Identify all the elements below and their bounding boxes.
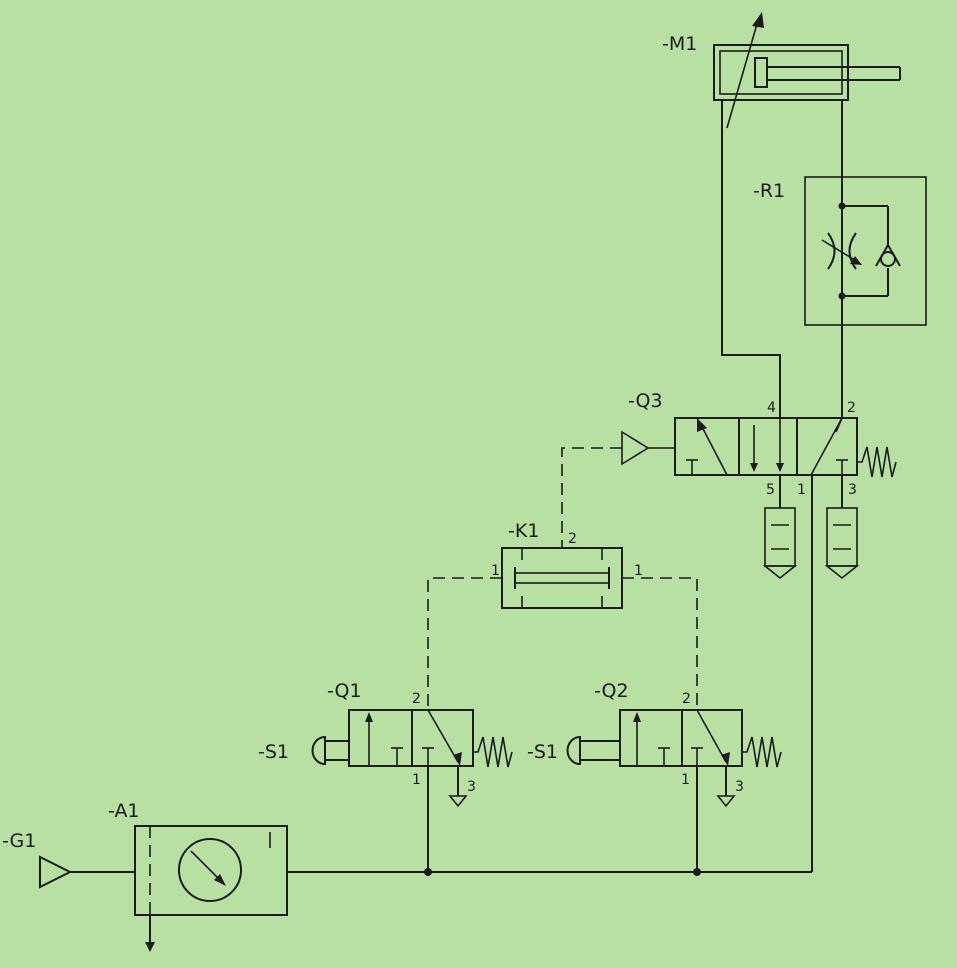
service-unit-a1: -A1 (108, 800, 288, 952)
push-button-valve-q1: -Q1 -S1 2 1 3 (258, 680, 513, 808)
port-q2-3: 3 (735, 779, 744, 795)
port-q1-2: 2 (412, 691, 421, 707)
port-q2-1: 1 (681, 772, 690, 788)
label-s1-right: -S1 (527, 741, 558, 763)
cylinder-supply-lines (721, 100, 843, 418)
cylinder-m1: -M1 (662, 12, 901, 129)
label-q3: -Q3 (628, 390, 663, 412)
port-q3-2: 2 (847, 400, 856, 416)
directional-valve-q3: -Q3 4 2 5 1 3 (561, 390, 897, 580)
label-g1: -G1 (2, 830, 36, 852)
port-k1-1-right: 1 (634, 563, 643, 579)
label-r1: -R1 (753, 180, 785, 202)
label-q1: -Q1 (327, 680, 362, 702)
port-q1-1: 1 (412, 772, 421, 788)
port-q2-2: 2 (682, 691, 691, 707)
port-q3-1: 1 (797, 482, 806, 498)
port-q3-5: 5 (766, 482, 775, 498)
shuttle-valve-k1: -K1 2 1 1 (427, 520, 698, 708)
port-q3-4: 4 (767, 400, 776, 416)
label-q2: -Q2 (594, 680, 629, 702)
label-k1: -K1 (508, 520, 539, 542)
label-a1: -A1 (108, 800, 140, 822)
push-button-valve-q2: -Q2 -S1 2 1 3 (527, 680, 782, 808)
main-supply-line (287, 475, 813, 876)
port-q1-3: 3 (467, 779, 476, 795)
label-s1-left: -S1 (258, 741, 289, 763)
label-m1: -M1 (662, 33, 697, 55)
port-q3-3: 3 (848, 482, 857, 498)
throttle-check-valve-r1: -R1 (753, 176, 927, 326)
pressure-source-g1: -G1 (2, 830, 135, 889)
port-k1-2: 2 (568, 531, 577, 547)
port-k1-1-left: 1 (491, 563, 500, 579)
